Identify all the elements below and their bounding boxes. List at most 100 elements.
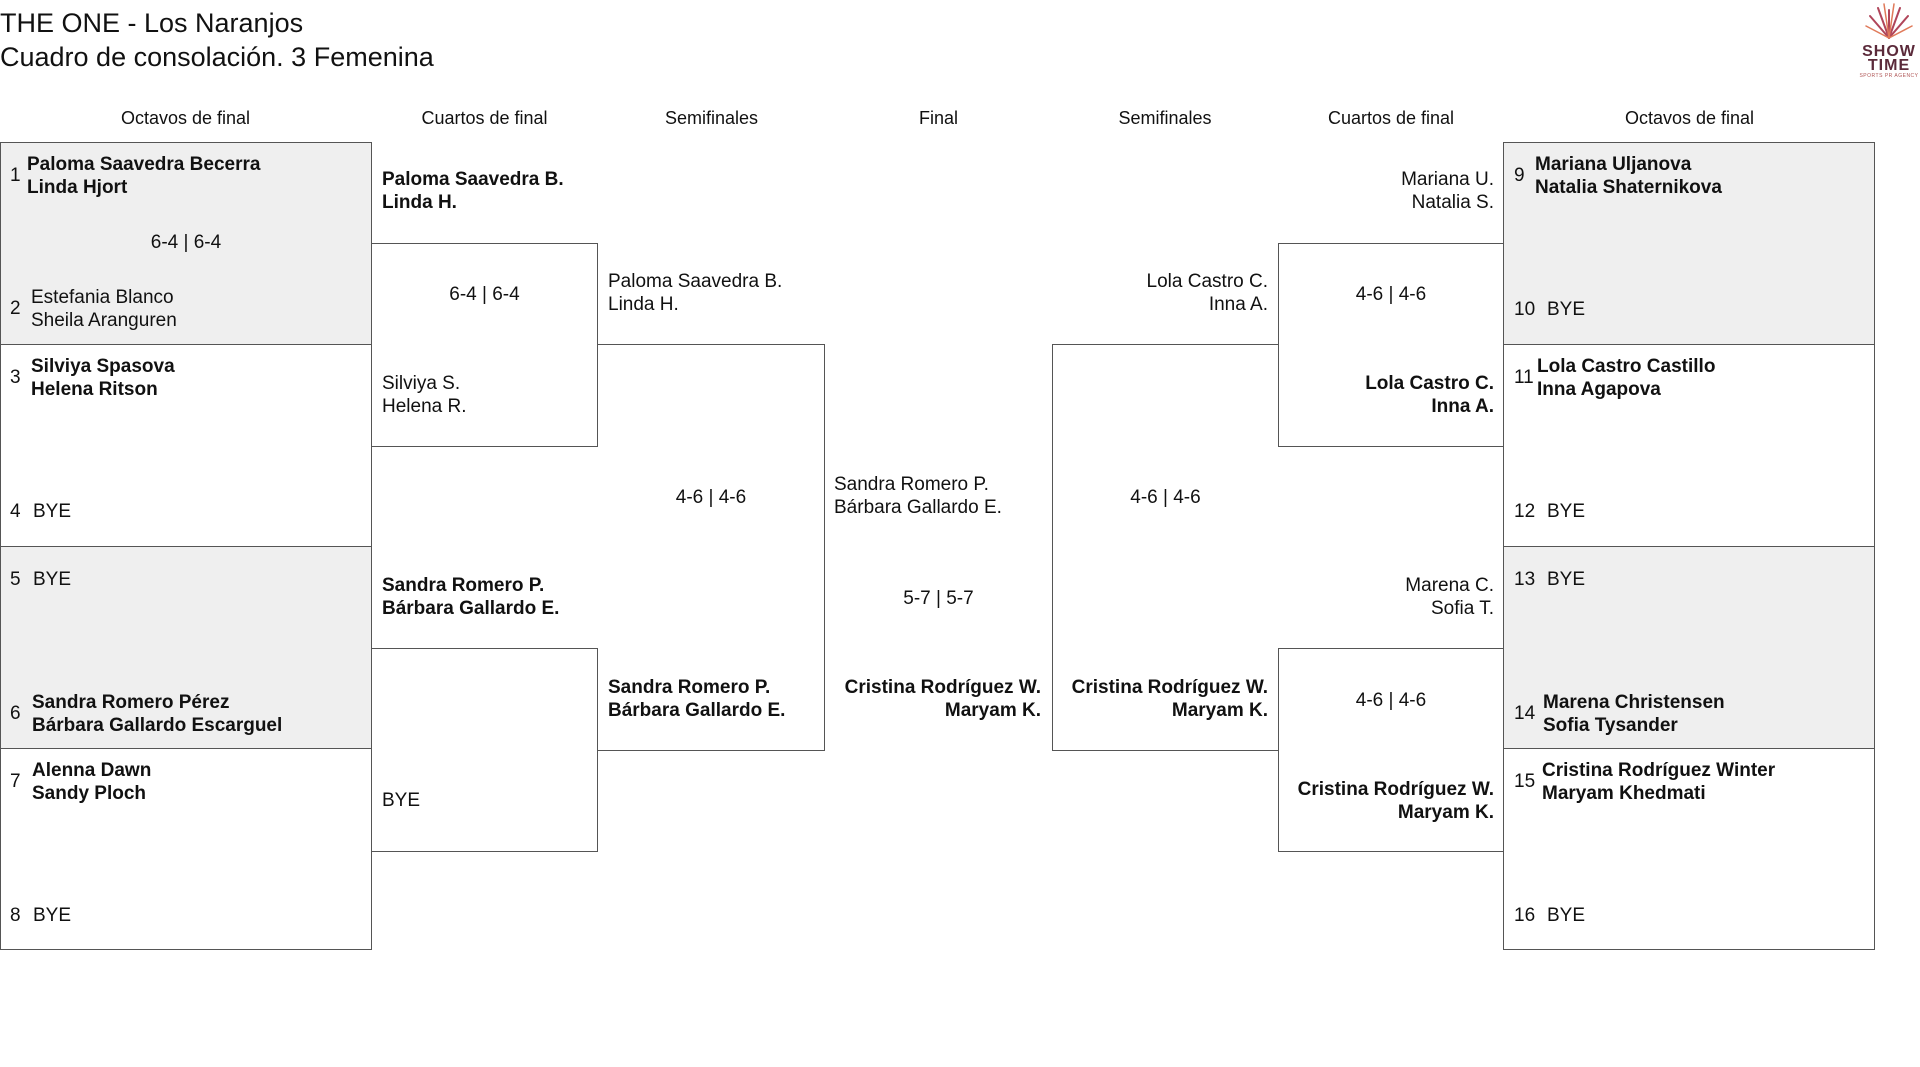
- player-name: Lola Castro C.: [1365, 373, 1494, 394]
- team-names: Estefania Blanco Sheila Aranguren: [31, 286, 177, 332]
- left-qf-entry-3: Sandra Romero P. Bárbara Gallardo E.: [382, 574, 559, 620]
- seed-number: 11: [1514, 367, 1534, 388]
- left-qf-entry-1: Paloma Saavedra B. Linda H.: [382, 168, 564, 214]
- page-subtitle: Cuadro de consolación. 3 Femenina: [0, 42, 434, 72]
- bye-label: BYE: [33, 569, 72, 590]
- seed-number: 1: [10, 165, 21, 186]
- seed-number: 8: [10, 905, 21, 926]
- player-name: Maryam Khedmati: [1542, 783, 1706, 804]
- player-name: Lola Castro C.: [1146, 271, 1268, 292]
- match-box-left-r16-4: [0, 748, 372, 950]
- player-name: Marena C.: [1405, 575, 1494, 596]
- player-name: Natalia S.: [1411, 192, 1494, 213]
- match-box-left-qf-1: [371, 243, 598, 447]
- logo-text-time: TIME: [1867, 57, 1911, 74]
- showtime-logo: SHOW TIME SPORTS PR AGENCY: [1858, 0, 1920, 82]
- column-header-right-r16: Octavos de final: [1624, 108, 1755, 128]
- match-score: 6-4 | 6-4: [150, 232, 222, 253]
- player-name: Cristina Rodríguez W.: [1297, 779, 1494, 800]
- player-name: Maryam K.: [1397, 802, 1494, 823]
- team-names: Cristina Rodríguez Winter Maryam Khedmat…: [1542, 759, 1775, 805]
- team-names: Lola Castro Castillo Inna Agapova: [1537, 355, 1715, 401]
- right-qf-entry-1: Mariana U. Natalia S.: [1278, 168, 1494, 214]
- final-entry-bottom: Cristina Rodríguez W. Maryam K.: [825, 676, 1041, 722]
- player-name: Silviya Spasova: [31, 356, 175, 377]
- player-name: Inna Agapova: [1537, 379, 1661, 400]
- team-names: Marena Christensen Sofia Tysander: [1543, 691, 1725, 737]
- left-qf-entry-2: Silviya S. Helena R.: [382, 372, 467, 418]
- seed-number: 4: [10, 501, 21, 522]
- bye-label: BYE: [1547, 501, 1586, 522]
- team-names: Paloma Saavedra Becerra Linda Hjort: [27, 153, 260, 199]
- match-box-right-qf-1: [1278, 243, 1504, 447]
- team-names: Alenna Dawn Sandy Ploch: [32, 759, 151, 805]
- seed-number: 14: [1514, 703, 1536, 724]
- player-name: Sandra Romero P.: [608, 677, 771, 698]
- match-score: 6-4 | 6-4: [449, 284, 520, 305]
- match-score: 4-6 | 4-6: [1355, 690, 1427, 711]
- player-name: Estefania Blanco: [31, 287, 174, 308]
- player-name: Bárbara Gallardo E.: [382, 598, 560, 619]
- right-sf-entry-1: Lola Castro C. Inna A.: [1052, 270, 1268, 316]
- player-name: Helena R.: [382, 396, 467, 417]
- right-qf-entry-2: Lola Castro C. Inna A.: [1278, 372, 1494, 418]
- player-name: Paloma Saavedra B.: [382, 169, 564, 190]
- fireworks-icon: [1865, 3, 1913, 39]
- team-names: Mariana Uljanova Natalia Shaternikova: [1535, 153, 1722, 199]
- logo-text-show: SHOW: [1862, 43, 1916, 60]
- player-name: Cristina Rodríguez W.: [1071, 677, 1268, 698]
- seed-number: 7: [10, 771, 21, 792]
- bye-label: BYE: [382, 790, 421, 811]
- seed-number: 9: [1514, 165, 1525, 186]
- player-name: Sandra Romero P.: [382, 575, 545, 596]
- seed-number: 5: [10, 569, 21, 590]
- column-header-right-sf: Semifinales: [1118, 108, 1212, 128]
- player-name: Sandra Romero P.: [834, 474, 989, 495]
- seed-number: 6: [10, 703, 21, 724]
- seed-number: 16: [1514, 905, 1536, 926]
- player-name: Sheila Aranguren: [31, 310, 177, 331]
- right-sf-entry-2: Cristina Rodríguez W. Maryam K.: [1052, 676, 1268, 722]
- player-name: Marena Christensen: [1543, 692, 1725, 713]
- team-names: Sandra Romero Pérez Bárbara Gallardo Esc…: [32, 691, 282, 737]
- left-sf-entry-2: Sandra Romero P. Bárbara Gallardo E.: [608, 676, 785, 722]
- match-score: 4-6 | 4-6: [1130, 487, 1201, 508]
- player-name: Linda Hjort: [27, 177, 128, 198]
- player-name: Cristina Rodríguez Winter: [1542, 760, 1776, 781]
- bye-label: BYE: [1547, 569, 1586, 590]
- column-header-left-sf: Semifinales: [664, 108, 759, 128]
- seed-number: 3: [10, 367, 21, 388]
- match-box-left-qf-2: [371, 648, 598, 852]
- player-name: Maryam K.: [944, 700, 1041, 721]
- player-name: Linda H.: [382, 192, 457, 213]
- right-qf-entry-4: Cristina Rodríguez W. Maryam K.: [1278, 778, 1494, 824]
- left-sf-entry-1: Paloma Saavedra B. Linda H.: [608, 270, 782, 316]
- match-box-right-r16-4: [1503, 748, 1875, 950]
- match-box-right-sf: [1052, 344, 1279, 751]
- player-name: Inna A.: [1208, 294, 1268, 315]
- column-header-left-qf: Cuartos de final: [421, 108, 548, 128]
- bye-label: BYE: [33, 501, 72, 522]
- column-header-left-r16: Octavos de final: [120, 108, 251, 128]
- match-box-right-r16-1: [1503, 142, 1875, 345]
- column-header-right-qf: Cuartos de final: [1327, 108, 1455, 128]
- final-score: 5-7 | 5-7: [903, 588, 974, 609]
- player-name: Linda H.: [608, 294, 679, 315]
- match-box-right-r16-3: [1503, 546, 1875, 749]
- seed-number: 13: [1514, 569, 1536, 590]
- final-entry-top: Sandra Romero P. Bárbara Gallardo E.: [834, 473, 1002, 519]
- match-score: 4-6 | 4-6: [675, 487, 747, 508]
- bye-label: BYE: [1547, 299, 1586, 320]
- seed-number: 15: [1514, 771, 1536, 792]
- player-name: Lola Castro Castillo: [1537, 356, 1716, 377]
- player-name: Sandy Ploch: [32, 783, 147, 804]
- player-name: Bárbara Gallardo Escarguel: [32, 715, 283, 736]
- player-name: Helena Ritson: [31, 379, 158, 400]
- player-name: Bárbara Gallardo E.: [834, 497, 1002, 518]
- player-name: Sofia T.: [1430, 598, 1494, 619]
- bye-label: BYE: [33, 905, 72, 926]
- match-box-right-qf-2: [1278, 648, 1504, 852]
- seed-number: 10: [1514, 299, 1536, 320]
- team-names: Silviya Spasova Helena Ritson: [31, 355, 175, 401]
- seed-number: 12: [1514, 501, 1536, 522]
